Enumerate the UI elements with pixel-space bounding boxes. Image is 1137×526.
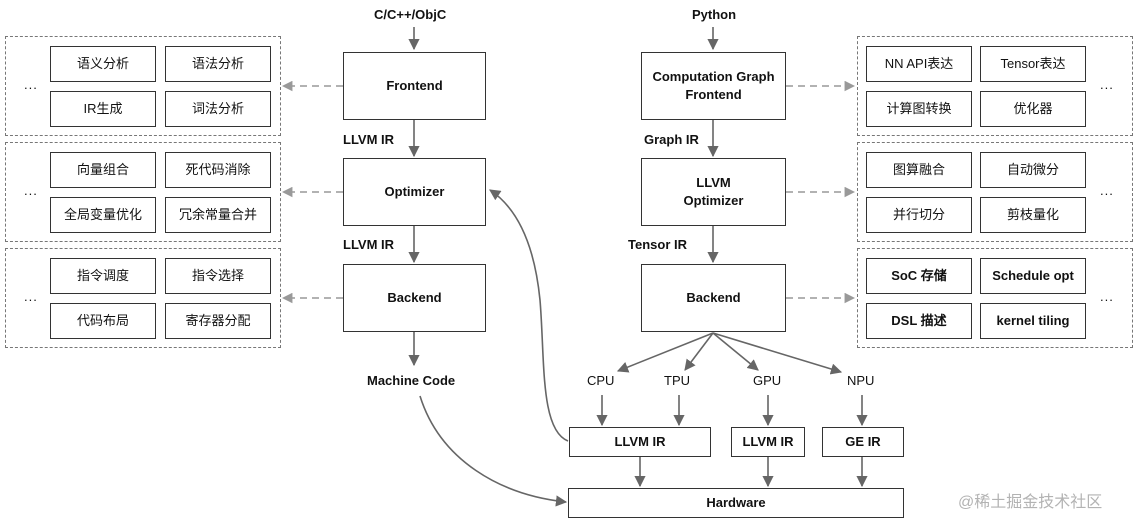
panel-chip: 全局变量优化 bbox=[50, 197, 156, 233]
panel-chip: 并行切分 bbox=[866, 197, 972, 233]
right-backend-panel: SoC 存储 Schedule opt DSL 描述 kernel tiling… bbox=[857, 248, 1133, 348]
panel-chip: 向量组合 bbox=[50, 152, 156, 188]
target-npu-label: NPU bbox=[847, 373, 875, 388]
left-backend-box: Backend bbox=[343, 264, 486, 332]
ellipsis: ... bbox=[24, 289, 38, 304]
panel-chip: IR生成 bbox=[50, 91, 156, 127]
right-frontend-panel: NN API表达 Tensor表达 计算图转换 优化器 ... bbox=[857, 36, 1133, 136]
watermark: @稀土掘金技术社区 bbox=[958, 494, 1103, 511]
panel-chip: 剪枝量化 bbox=[980, 197, 1086, 233]
arrow-backend-tpu bbox=[684, 332, 714, 371]
hardware-box: Hardware bbox=[568, 488, 904, 518]
arrow-machinecode-to-hardware bbox=[419, 395, 568, 507]
panel-chip: 计算图转换 bbox=[866, 91, 972, 127]
left-ir2-label: LLVM IR bbox=[343, 237, 395, 252]
panel-chip: Schedule opt bbox=[980, 258, 1086, 294]
panel-chip: 图算融合 bbox=[866, 152, 972, 188]
left-frontend-panel: ... 语义分析 语法分析 IR生成 词法分析 bbox=[5, 36, 281, 136]
panel-chip: 冗余常量合并 bbox=[165, 197, 271, 233]
panel-chip: 语法分析 bbox=[165, 46, 271, 82]
right-optimizer-panel: 图算融合 自动微分 并行切分 剪枝量化 ... bbox=[857, 142, 1133, 242]
panel-chip: 死代码消除 bbox=[165, 152, 271, 188]
left-optimizer-box: Optimizer bbox=[343, 158, 486, 226]
panel-chip: 自动微分 bbox=[980, 152, 1086, 188]
arrow-llvmir-to-optimizer bbox=[489, 189, 569, 442]
panel-chip: Tensor表达 bbox=[980, 46, 1086, 82]
right-optimizer-box: LLVM Optimizer bbox=[641, 158, 786, 226]
target-tpu-label: TPU bbox=[664, 373, 690, 388]
panel-chip: DSL 描述 bbox=[866, 303, 972, 339]
left-optimizer-panel: ... 向量组合 死代码消除 全局变量优化 冗余常量合并 bbox=[5, 142, 281, 242]
ellipsis: ... bbox=[24, 183, 38, 198]
machine-code-label: Machine Code bbox=[367, 373, 456, 388]
target-llvm-ir-box-2: LLVM IR bbox=[731, 427, 805, 457]
panel-chip: 代码布局 bbox=[50, 303, 156, 339]
target-llvm-ir-box: LLVM IR bbox=[569, 427, 711, 457]
left-backend-panel: ... 指令调度 指令选择 代码布局 寄存器分配 bbox=[5, 248, 281, 348]
target-gpu-label: GPU bbox=[753, 373, 782, 388]
target-cpu-label: CPU bbox=[587, 373, 615, 388]
panel-chip: kernel tiling bbox=[980, 303, 1086, 339]
target-ge-ir-box: GE IR bbox=[822, 427, 904, 457]
panel-chip: 优化器 bbox=[980, 91, 1086, 127]
left-input-label: C/C++/ObjC bbox=[374, 7, 447, 22]
ellipsis: ... bbox=[1100, 183, 1114, 198]
panel-chip: 词法分析 bbox=[165, 91, 271, 127]
panel-chip: 指令调度 bbox=[50, 258, 156, 294]
ellipsis: ... bbox=[1100, 77, 1114, 92]
panel-chip: 指令选择 bbox=[165, 258, 271, 294]
panel-chip: 语义分析 bbox=[50, 46, 156, 82]
ellipsis: ... bbox=[24, 77, 38, 92]
right-backend-box: Backend bbox=[641, 264, 786, 332]
right-ir1-label: Graph IR bbox=[644, 132, 699, 147]
left-frontend-box: Frontend bbox=[343, 52, 486, 120]
ellipsis: ... bbox=[1100, 289, 1114, 304]
panel-chip: 寄存器分配 bbox=[165, 303, 271, 339]
arrow-backend-cpu bbox=[616, 332, 714, 373]
right-frontend-box: Computation Graph Frontend bbox=[641, 52, 786, 120]
arrow-backend-gpu bbox=[712, 332, 759, 371]
panel-chip: SoC 存储 bbox=[866, 258, 972, 294]
left-ir1-label: LLVM IR bbox=[343, 132, 395, 147]
panel-chip: NN API表达 bbox=[866, 46, 972, 82]
right-ir2-label: Tensor IR bbox=[628, 237, 687, 252]
right-input-label: Python bbox=[692, 7, 737, 22]
arrow-backend-npu bbox=[712, 332, 843, 375]
